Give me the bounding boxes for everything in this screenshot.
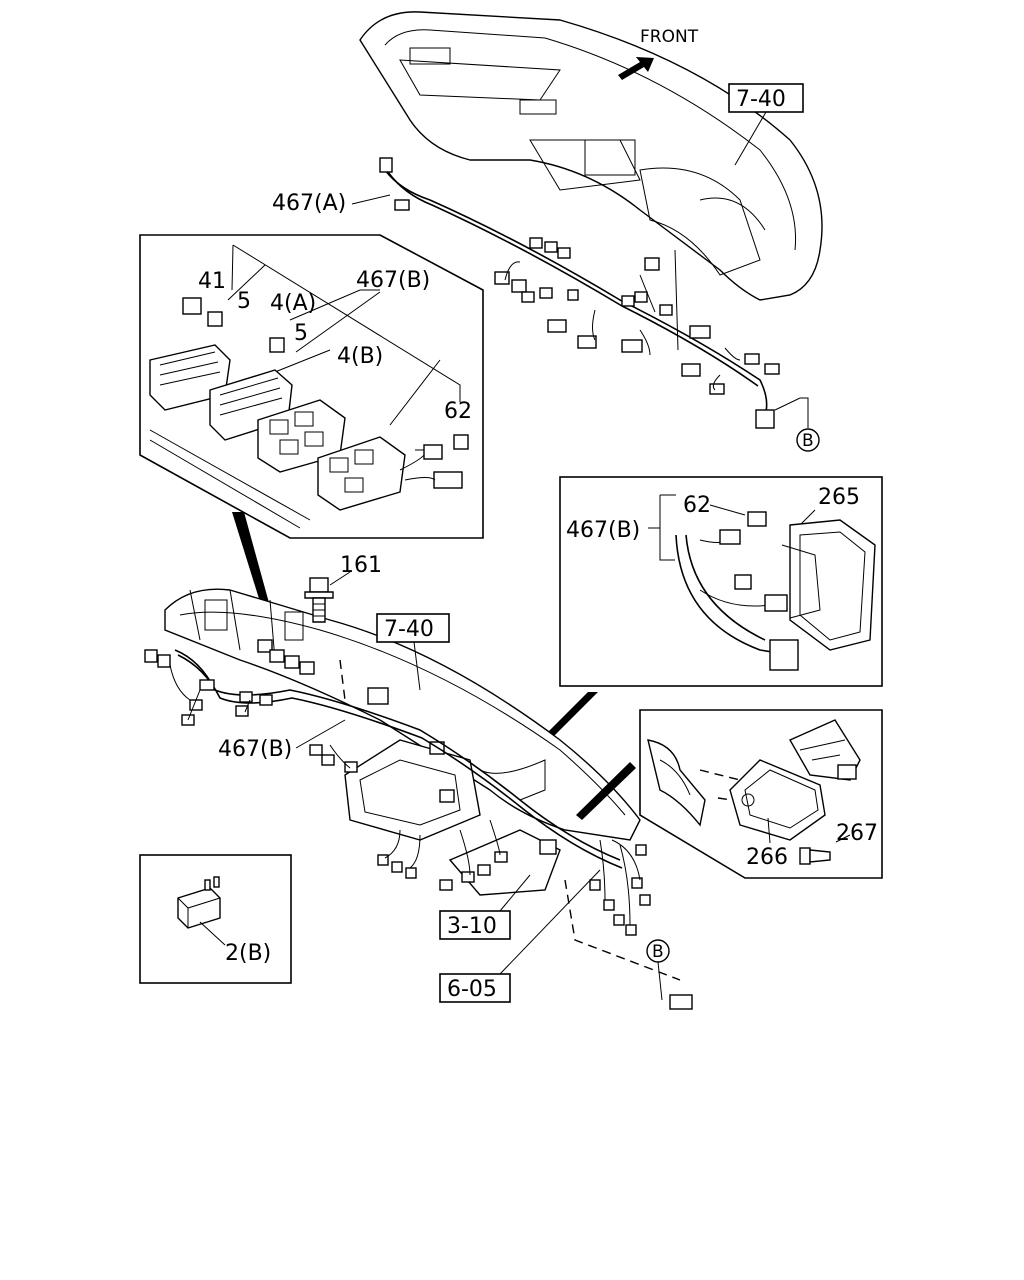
detail-panel-relay-2b: 2(B) <box>139 854 292 984</box>
marker-b-top: B <box>774 397 820 452</box>
harness-467a: 467(A) <box>272 157 780 429</box>
harness-467b-main: 467(B) <box>144 649 693 1010</box>
marker-b-top-label: B <box>802 431 814 451</box>
ref-box-7-40-mid: 7-40 <box>376 613 450 691</box>
label-467b-mid: 467(B) <box>218 737 292 762</box>
label-5b: 5 <box>294 321 308 346</box>
main-dash-frame <box>164 588 641 896</box>
marker-b-bottom-label: B <box>652 942 664 962</box>
front-arrow: FRONT <box>618 27 699 80</box>
label-62-right: 62 <box>683 493 711 518</box>
bolt-161: 161 <box>304 553 382 623</box>
ref-3-10: 3-10 <box>447 914 497 939</box>
label-5a: 5 <box>237 289 251 314</box>
ref-7-40-top: 7-40 <box>736 87 786 112</box>
label-467b-right: 467(B) <box>566 518 640 543</box>
label-266: 266 <box>746 845 788 870</box>
detail-panel-unit-266: 266 267 <box>639 709 883 879</box>
ref-box-7-40-top: 7-40 <box>728 83 804 166</box>
label-62-left: 62 <box>444 399 472 424</box>
label-161: 161 <box>340 553 382 578</box>
ref-7-40-mid: 7-40 <box>384 617 434 642</box>
label-4b: 4(B) <box>337 344 383 369</box>
label-467b-top: 467(B) <box>356 268 430 293</box>
detail-panel-relay-box: 41 5 4(A) 467(B) 5 4(B) 62 <box>139 234 484 539</box>
front-label: FRONT <box>640 27 699 47</box>
label-467a: 467(A) <box>272 191 346 216</box>
label-267: 267 <box>836 821 878 846</box>
label-265: 265 <box>818 485 860 510</box>
ref-box-6-05: 6-05 <box>439 869 601 1003</box>
arrow-icon <box>618 57 654 80</box>
label-41: 41 <box>198 269 226 294</box>
marker-b-bottom: B <box>646 939 670 1001</box>
instrument-panel-top <box>359 11 823 301</box>
detail-panel-connector-265: 467(B) 62 265 <box>559 476 883 687</box>
ref-6-05: 6-05 <box>447 977 497 1002</box>
label-2b: 2(B) <box>225 941 271 966</box>
callout-wedge-bottom <box>576 762 636 820</box>
ref-box-3-10: 3-10 <box>439 874 531 940</box>
